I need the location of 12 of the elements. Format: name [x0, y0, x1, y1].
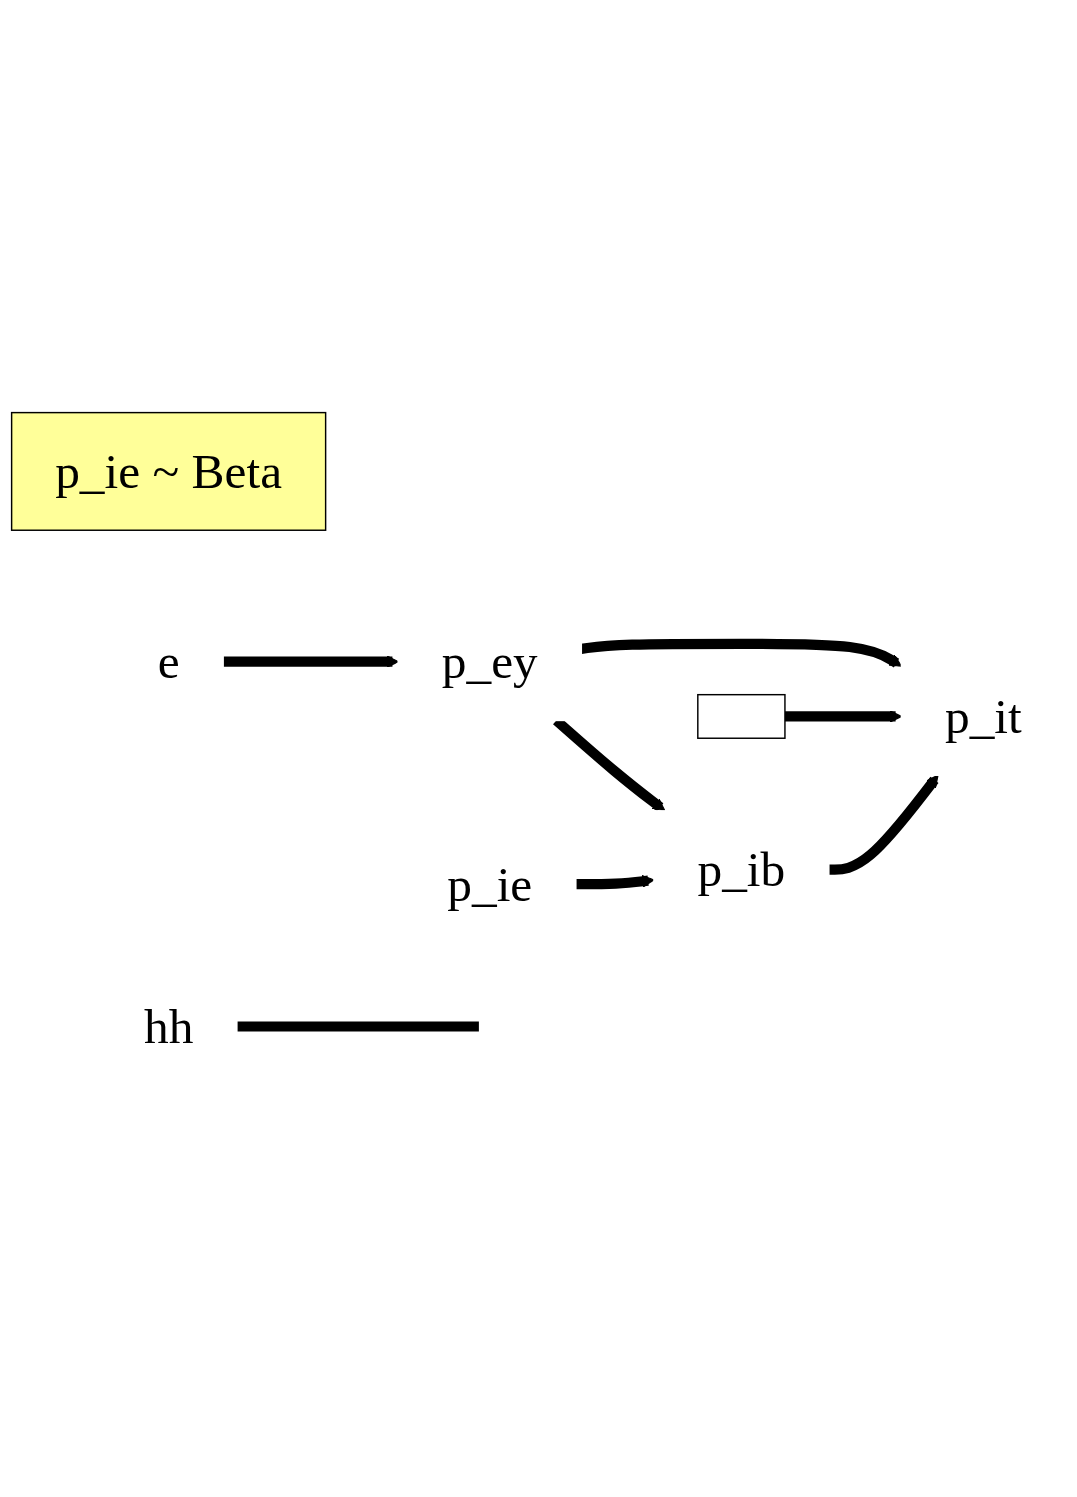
node-box: p_ie ~ Beta	[10, 411, 327, 531]
arrow	[828, 774, 939, 875]
arrow	[223, 654, 399, 668]
node-text: p_ie	[447, 856, 533, 911]
arrow	[784, 709, 902, 723]
node-text: p_ib	[697, 842, 786, 897]
node-text: p_it	[944, 689, 1022, 743]
node-text: hh	[143, 999, 194, 1053]
node-text: e	[157, 634, 180, 689]
node-box	[697, 693, 786, 739]
node-text: p_ey	[441, 634, 538, 689]
connector	[236, 1020, 479, 1032]
